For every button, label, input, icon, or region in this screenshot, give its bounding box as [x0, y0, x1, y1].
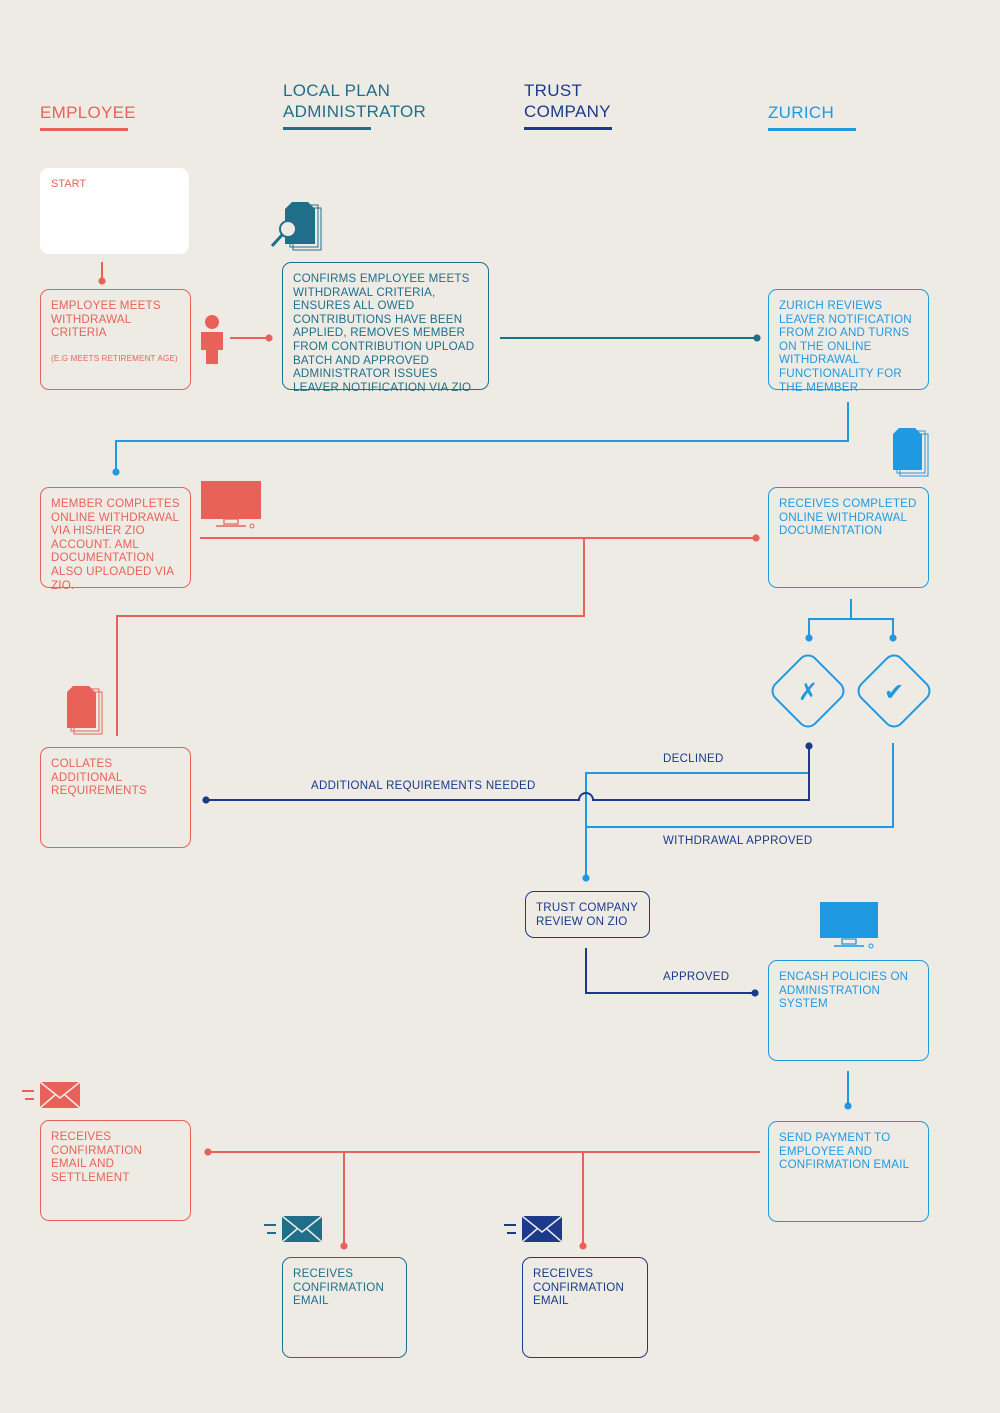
- decision-approved: ✔: [857, 654, 931, 728]
- lane-title-line1: TRUST: [524, 81, 583, 100]
- step-text: ENCASH POLICIES ON ADMINISTRATION SYSTEM: [779, 970, 909, 1011]
- connector-declined: [585, 746, 810, 878]
- connector-send-recipients: [208, 1151, 760, 1246]
- step-encash-policies: ENCASH POLICIES ON ADMINISTRATION SYSTEM: [768, 960, 929, 1061]
- start-label: START: [51, 178, 87, 190]
- step-text: ZURICH REVIEWS LEAVER NOTIFICATION FROM …: [779, 299, 912, 394]
- svg-text:✗: ✗: [798, 678, 818, 706]
- lane-underline: [40, 128, 128, 131]
- edge-label-approved: APPROVED: [663, 971, 730, 983]
- lane-header-trust-company: TRUST COMPANY: [524, 80, 612, 130]
- mail-icon: [504, 1215, 563, 1243]
- edge-label-declined: DECLINED: [663, 753, 724, 765]
- edge-label-additional-requirements: ADDITIONAL REQUIREMENTS NEEDED: [311, 780, 536, 792]
- lane-title: EMPLOYEE: [40, 103, 136, 122]
- step-lpa-confirms: CONFIRMS EMPLOYEE MEETS WITHDRAWAL CRITE…: [282, 262, 489, 394]
- connector-branch-collates: [116, 538, 585, 736]
- step-text: RECEIVES COMPLETED ONLINE WITHDRAWAL DOC…: [779, 497, 917, 538]
- mail-icon: [22, 1081, 81, 1109]
- step-subtext: (E.G MEETS RETIREMENT AGE): [51, 353, 178, 363]
- step-text: CONFIRMS EMPLOYEE MEETS WITHDRAWAL CRITE…: [293, 272, 475, 394]
- documents-icon: [67, 686, 103, 735]
- step-member-completes: MEMBER COMPLETES ONLINE WITHDRAWAL VIA H…: [40, 487, 191, 592]
- lane-underline: [768, 128, 856, 131]
- step-send-payment: SEND PAYMENT TO EMPLOYEE AND CONFIRMATIO…: [768, 1121, 929, 1222]
- lane-title-line2: ADMINISTRATOR: [283, 102, 427, 121]
- decision-declined: ✗: [771, 654, 845, 728]
- step-text: RECEIVES CONFIRMATION EMAIL AND SETTLEME…: [51, 1130, 143, 1184]
- step-employee-receives: RECEIVES CONFIRMATION EMAIL AND SETTLEME…: [40, 1120, 191, 1221]
- step-text: MEMBER COMPLETES ONLINE WITHDRAWAL VIA H…: [51, 497, 180, 592]
- step-trust-review: TRUST COMPANY REVIEW ON ZIO: [525, 891, 650, 938]
- computer-icon: [201, 481, 261, 529]
- lane-header-local-plan-administrator: LOCAL PLAN ADMINISTRATOR: [283, 80, 427, 130]
- connector-trust-encash: [585, 948, 755, 994]
- lane-title-line1: LOCAL PLAN: [283, 81, 391, 100]
- connector-decisions-fork: [808, 599, 894, 638]
- step-text: TRUST COMPANY REVIEW ON ZIO: [536, 901, 638, 928]
- step-text: RECEIVES CONFIRMATION EMAIL: [293, 1267, 385, 1308]
- connector-additional: [206, 746, 810, 801]
- step-receives-documentation: RECEIVES COMPLETED ONLINE WITHDRAWAL DOC…: [768, 487, 929, 588]
- start-node: START: [40, 168, 189, 254]
- lane-title: ZURICH: [768, 103, 835, 122]
- step-text: RECEIVES CONFIRMATION EMAIL: [533, 1267, 625, 1308]
- computer-icon: [820, 902, 878, 949]
- step-trust-receives: RECEIVES CONFIRMATION EMAIL: [522, 1257, 648, 1358]
- mail-icon: [264, 1215, 323, 1243]
- step-lpa-receives: RECEIVES CONFIRMATION EMAIL: [282, 1257, 407, 1358]
- connector-approved: [586, 743, 894, 828]
- step-zurich-reviews: ZURICH REVIEWS LEAVER NOTIFICATION FROM …: [768, 289, 929, 394]
- connector-zurich-member: [115, 402, 849, 472]
- documents-icon: [893, 428, 929, 477]
- step-text: EMPLOYEE MEETS WITHDRAWAL CRITERIA: [51, 299, 161, 340]
- lane-title-line2: COMPANY: [524, 102, 611, 121]
- step-collates-requirements: COLLATES ADDITIONAL REQUIREMENTS: [40, 747, 191, 848]
- step-text: COLLATES ADDITIONAL REQUIREMENTS: [51, 757, 147, 798]
- step-employee-meets-criteria: EMPLOYEE MEETS WITHDRAWAL CRITERIA (E.G …: [40, 289, 191, 390]
- document-search-icon: [270, 202, 322, 251]
- edge-label-withdrawal-approved: WITHDRAWAL APPROVED: [663, 835, 813, 847]
- lane-header-zurich: ZURICH: [768, 102, 856, 131]
- svg-text:✔: ✔: [884, 678, 904, 706]
- lane-underline: [524, 127, 612, 130]
- lane-underline: [283, 127, 371, 130]
- person-icon: [201, 315, 223, 364]
- lane-header-employee: EMPLOYEE: [40, 102, 136, 131]
- step-text: SEND PAYMENT TO EMPLOYEE AND CONFIRMATIO…: [779, 1131, 910, 1172]
